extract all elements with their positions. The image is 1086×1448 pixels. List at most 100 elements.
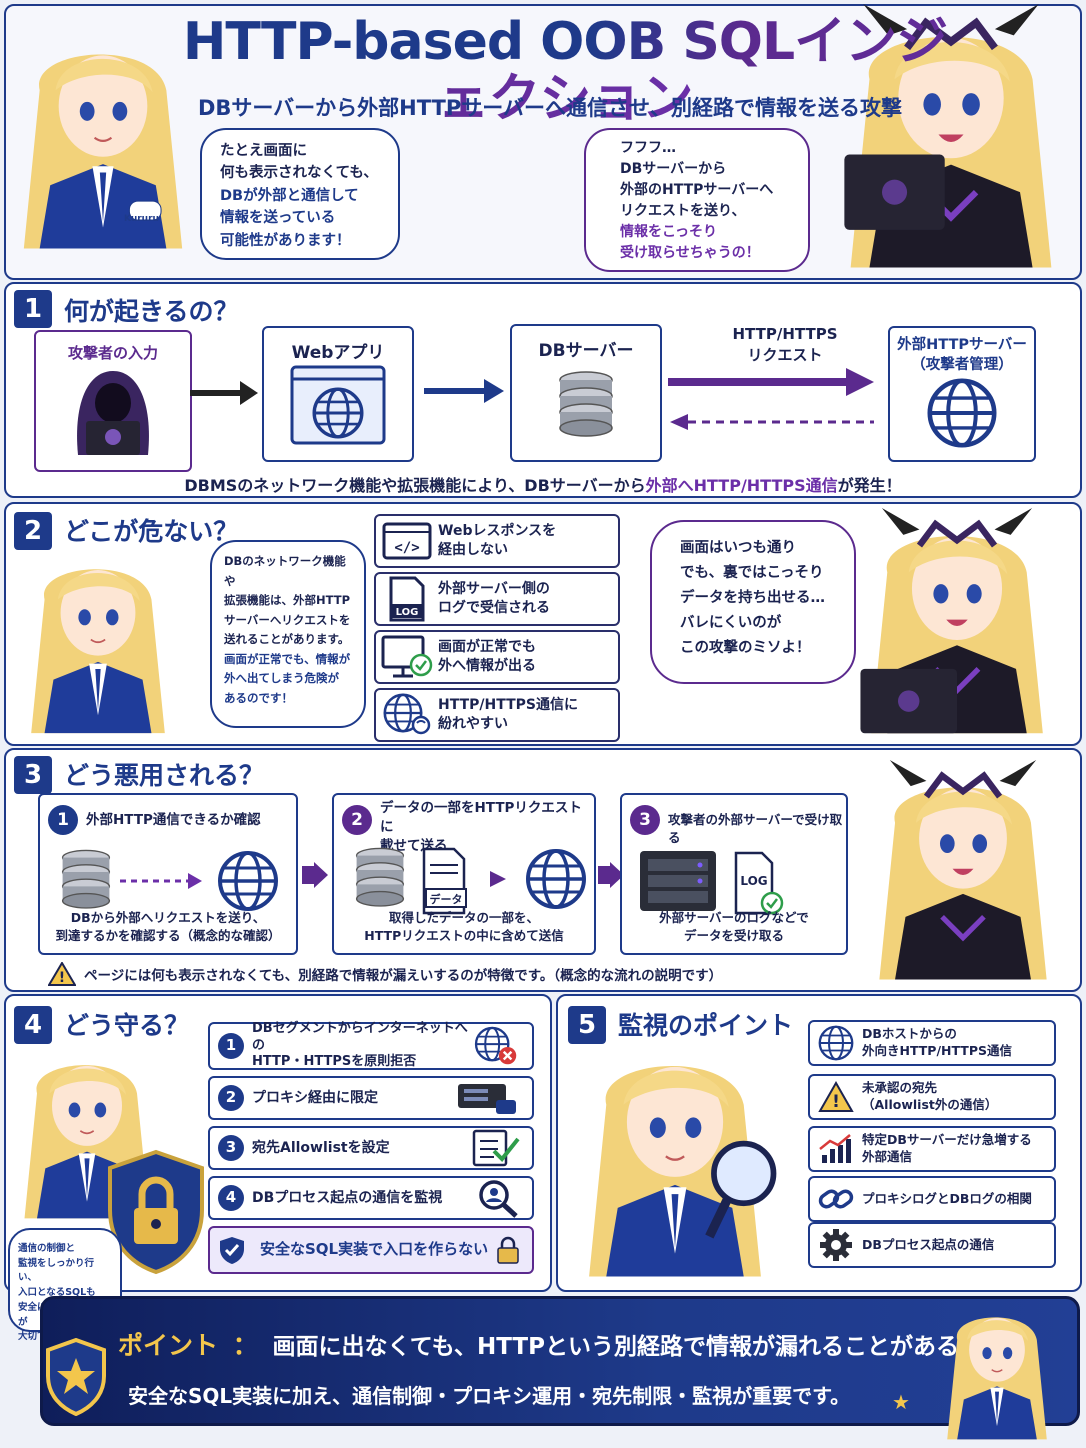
bubble-line: でも、裏ではこっそり	[680, 564, 824, 581]
step1-title: 外部HTTP通信できるか確認	[86, 812, 261, 828]
hooded-hacker-icon	[77, 371, 149, 455]
bubble-line: 情報をこっそり	[620, 224, 718, 240]
bubble-line: 画面はいつも通り	[680, 540, 796, 556]
footer-banner	[40, 1296, 1080, 1426]
defense-item-3: 3 宛先Allowlistを設定	[208, 1126, 534, 1170]
feature-line: 紛れやすい	[438, 716, 508, 732]
external-server-line: （攻撃者管理）	[911, 356, 1013, 373]
step2-number: 2	[342, 805, 372, 835]
step-desc-line: DBから外部へリクエストを送り、	[70, 909, 266, 925]
bubble-line: 入口となるSQLも	[18, 1287, 96, 1299]
section1-note: DBMSのネットワーク機能や拡張機能により、DBサーバーから外部へHTTP/HT…	[30, 472, 1056, 496]
defense-item-4: 4 DBプロセス起点の通信を監視	[208, 1176, 534, 1220]
monitor-line: 未承認の宛先	[862, 1080, 938, 1096]
external-server-label: 外部HTTPサーバー （攻撃者管理）	[897, 336, 1027, 375]
header-left-bubble: たとえ画面に 何も表示されなくても、 DBが外部と通信して 情報を送っている 可…	[200, 128, 400, 260]
log-icon-label: LOG	[396, 607, 419, 618]
link-icon	[818, 1189, 854, 1209]
point-colon: ：	[232, 1331, 258, 1360]
bubble-line: 何も表示されなくても、	[220, 165, 378, 182]
monitor-item-2: ! 未承認の宛先（Allowlist外の通信）	[808, 1074, 1056, 1120]
monitor-item-1: DBホストからの外向きHTTP/HTTPS通信	[808, 1020, 1056, 1066]
monitor-check-icon	[381, 635, 433, 678]
bubble-line: たとえ画面に	[220, 143, 307, 159]
point-label: ポイント	[118, 1331, 219, 1360]
defense-item-2: 2 プロキシ経由に限定	[208, 1076, 534, 1120]
bubble-line: 外部のHTTPサーバーへ	[620, 182, 774, 198]
warning-icon: !	[818, 1081, 854, 1112]
defense-line: HTTP・HTTPSを原則拒否	[252, 1054, 417, 1070]
bubble-line: DBのネットワーク機能や	[224, 554, 346, 588]
defense-number: 4	[218, 1185, 244, 1211]
feature-line: Webレスポンスを	[438, 523, 557, 540]
defense-line: プロキシ経由に限定	[252, 1089, 378, 1106]
log-label: LOG	[740, 874, 767, 888]
attacker-input-label: 攻撃者の入力	[67, 344, 158, 362]
step-desc-line: HTTPリクエストの中に含めて送信	[364, 927, 564, 943]
webapp-label: Webアプリ	[291, 343, 385, 363]
section2-left-bubble: DBのネットワーク機能や 拡張機能は、外部HTTP サーバーへリクエストを 送れ…	[210, 540, 366, 728]
monitor-line: 外向きHTTP/HTTPS通信	[862, 1043, 1012, 1058]
kururu-badge: Kururu	[124, 214, 159, 224]
http-request-line: HTTP/HTTPS	[732, 325, 838, 343]
step-desc-line: 外部サーバーのログなどで	[659, 909, 809, 925]
browser-globe-icon	[290, 365, 386, 445]
kururu-wink-illustration	[946, 1316, 1048, 1441]
dark-character-illustration	[844, 4, 1082, 280]
section1-number: 1	[14, 290, 52, 328]
step3-card: 3 攻撃者の外部サーバーで受け取る LOG 外部サーバーのログなどで データを受…	[620, 793, 848, 955]
checklist-icon	[472, 1129, 520, 1167]
kururu-pointing-illustration	[30, 568, 166, 734]
note-part: DBMSのネットワーク機能や拡張機能により、DBサーバーから	[184, 476, 646, 495]
section3-title: どう悪用される？	[64, 761, 265, 790]
step-desc-line: 到達するかを確認する（概念的な確認）	[55, 927, 281, 943]
bubble-line: リクエストを送り、	[620, 203, 746, 219]
header-right-bubble: フフフ… DBサーバーから 外部のHTTPサーバーへ リクエストを送り、 情報を…	[584, 128, 810, 272]
section2-number: 2	[14, 512, 52, 550]
feature-screen-normal: 画面が正常でも外へ情報が出る	[374, 630, 620, 684]
bubble-line: 監視をしっかり行い、	[18, 1257, 95, 1284]
warning-text: ページには何も表示されなくても、別経路で情報が漏えいするのが特徴です。（概念的な…	[84, 968, 723, 984]
section3-number: 3	[14, 756, 52, 794]
feature-line: 経由しない	[438, 542, 508, 558]
page-title: HTTP-based OOB SQLインジェクション	[160, 13, 970, 128]
step-title-line: データの一部をHTTPリクエストに	[380, 800, 582, 835]
globe-icon	[924, 375, 1000, 451]
step3-desc: 外部サーバーのログなどで データを受け取る	[622, 909, 846, 945]
globe-icon	[818, 1025, 854, 1061]
step2-card: 2 データの一部をHTTPリクエストに 載せて送る データ 取得したデータの一部…	[332, 793, 596, 955]
section2-right-bubble: 画面はいつも通り でも、裏ではこっそり データを持ち出せる… バレにくいのが こ…	[650, 520, 856, 684]
bubble-line: この攻撃のミソよ！	[680, 639, 811, 656]
star-icon: ★	[892, 1390, 910, 1414]
defense-number: 3	[218, 1135, 244, 1161]
defense-line: DBセグメントからインターネットへの	[252, 1020, 468, 1053]
step-desc-line: データを受け取る	[683, 927, 784, 943]
proxy-icon	[458, 1084, 516, 1114]
page-subtitle: DBサーバーから外部HTTPサーバーへ通信させ、別経路で情報を送る攻撃	[197, 96, 903, 120]
feature-line: HTTP/HTTPS通信に	[438, 697, 578, 714]
defense-number: 1	[218, 1033, 244, 1059]
step1-number: 1	[48, 805, 78, 835]
db-server-card: DBサーバー	[510, 324, 662, 462]
monitor-line: （Allowlist外の通信）	[862, 1097, 998, 1112]
webapp-card: Webアプリ	[262, 326, 414, 462]
step3-title: 攻撃者の外部サーバーで受け取る	[668, 812, 843, 845]
bubble-line: 送れることがあります。	[224, 632, 350, 647]
attacker-input-card: 攻撃者の入力	[34, 330, 192, 472]
bubble-line: あるのです！	[224, 690, 293, 705]
warning-icon: !	[48, 962, 76, 986]
section4-number: 4	[14, 1006, 52, 1044]
bubble-line: データを持ち出せる…	[680, 589, 825, 606]
feature-line: 外部サーバー側の	[438, 581, 550, 598]
chart-up-icon	[819, 1134, 851, 1163]
step-desc-line: 取得したデータの一部を、	[388, 909, 539, 925]
bubble-line: 画面が正常でも、情報が	[224, 651, 351, 666]
globe-refresh-icon	[383, 693, 431, 735]
monitor-line: プロキシログとDBログの相関	[862, 1190, 1032, 1206]
step1-flow-icon	[61, 849, 278, 911]
monitor-line: DBプロセス起点の通信	[862, 1236, 995, 1252]
safe-sql-text: 安全なSQL実装で入口を作らない	[260, 1240, 489, 1259]
arrow-right-icon	[190, 381, 258, 405]
svg-text:!: !	[59, 970, 65, 986]
